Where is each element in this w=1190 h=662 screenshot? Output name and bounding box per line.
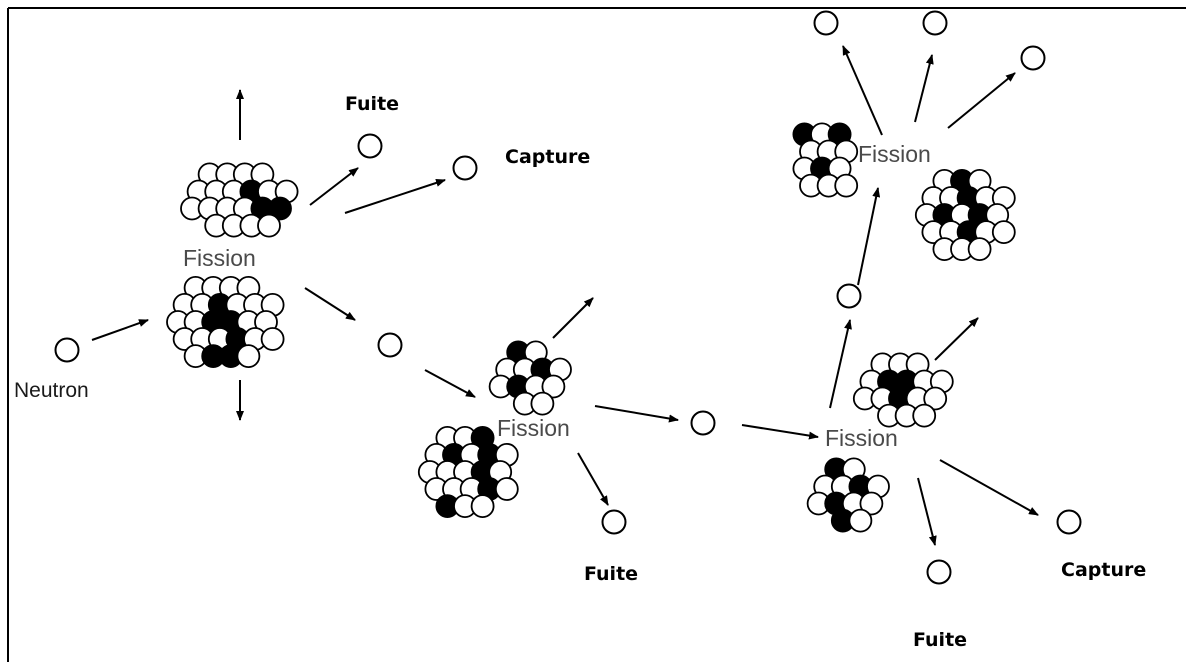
arrow-19: [947, 72, 1016, 129]
arrow-16: [917, 477, 937, 546]
neutron-8: [813, 10, 839, 36]
neutron-3: [452, 155, 478, 181]
arrow-10: [577, 452, 609, 506]
arrow-9: [594, 405, 679, 423]
nucleus-cluster-8: [914, 168, 1016, 262]
arrows-group: [91, 45, 1039, 546]
neutron-10: [1020, 45, 1046, 71]
proton-particle: [848, 508, 873, 533]
proton-particle: [859, 491, 884, 516]
proton-particle: [257, 213, 281, 238]
arrow-14: [934, 317, 979, 361]
arrow-5: [344, 179, 446, 214]
arrow-12: [829, 319, 852, 409]
label-fission-2: Fission: [497, 415, 570, 441]
nucleus-cluster-6: [806, 457, 890, 533]
nucleus-cluster-3: [488, 340, 572, 416]
neutrons-group: [54, 10, 1082, 585]
proton-particle: [834, 173, 859, 198]
label-fuite-3: Fuite: [913, 629, 967, 651]
proton-particle: [470, 494, 495, 519]
neutron-2: [357, 133, 383, 159]
nuclei-group: [166, 122, 1016, 533]
nucleus-cluster-5: [852, 352, 954, 428]
proton-particle: [530, 391, 555, 416]
arrow-3: [91, 319, 149, 341]
arrow-18: [914, 54, 934, 123]
arrow-11: [741, 424, 819, 440]
neutron-5: [601, 509, 627, 535]
proton-particle: [967, 237, 992, 262]
proton-particle: [260, 327, 285, 351]
nucleus-cluster-1: [180, 162, 299, 238]
neutron-particle: [268, 196, 292, 221]
arrow-7: [424, 369, 476, 398]
neutron-6: [690, 410, 716, 436]
label-fission-3: Fission: [825, 425, 898, 451]
neutron-9: [922, 10, 948, 36]
arrow-8: [552, 297, 594, 339]
neutron-7: [836, 283, 862, 309]
label-neutron: Neutron: [14, 379, 89, 402]
arrow-6: [304, 287, 356, 321]
label-capture-1: Capture: [505, 146, 590, 168]
arrow-15: [939, 459, 1039, 516]
proton-particle: [236, 344, 261, 369]
arrow-4: [309, 167, 359, 206]
nucleus-cluster-4: [417, 425, 519, 519]
nucleus-cluster-2: [166, 275, 285, 369]
label-fission-4: Fission: [858, 141, 931, 167]
proton-particle: [541, 374, 566, 399]
neutron-12: [926, 559, 952, 585]
label-fuite-1: Fuite: [345, 93, 399, 115]
neutron-1: [54, 337, 80, 363]
proton-particle: [494, 477, 519, 501]
nucleus-cluster-7: [792, 122, 859, 198]
label-fission-1: Fission: [183, 245, 256, 271]
neutron-4: [377, 332, 403, 358]
proton-particle: [923, 386, 948, 411]
arrow-13: [857, 187, 881, 286]
label-fuite-2: Fuite: [584, 563, 638, 585]
label-capture-2: Capture: [1061, 559, 1146, 581]
neutron-11: [1056, 509, 1082, 535]
proton-particle: [991, 220, 1016, 245]
proton-particle: [912, 403, 937, 428]
arrow-17: [842, 45, 883, 136]
